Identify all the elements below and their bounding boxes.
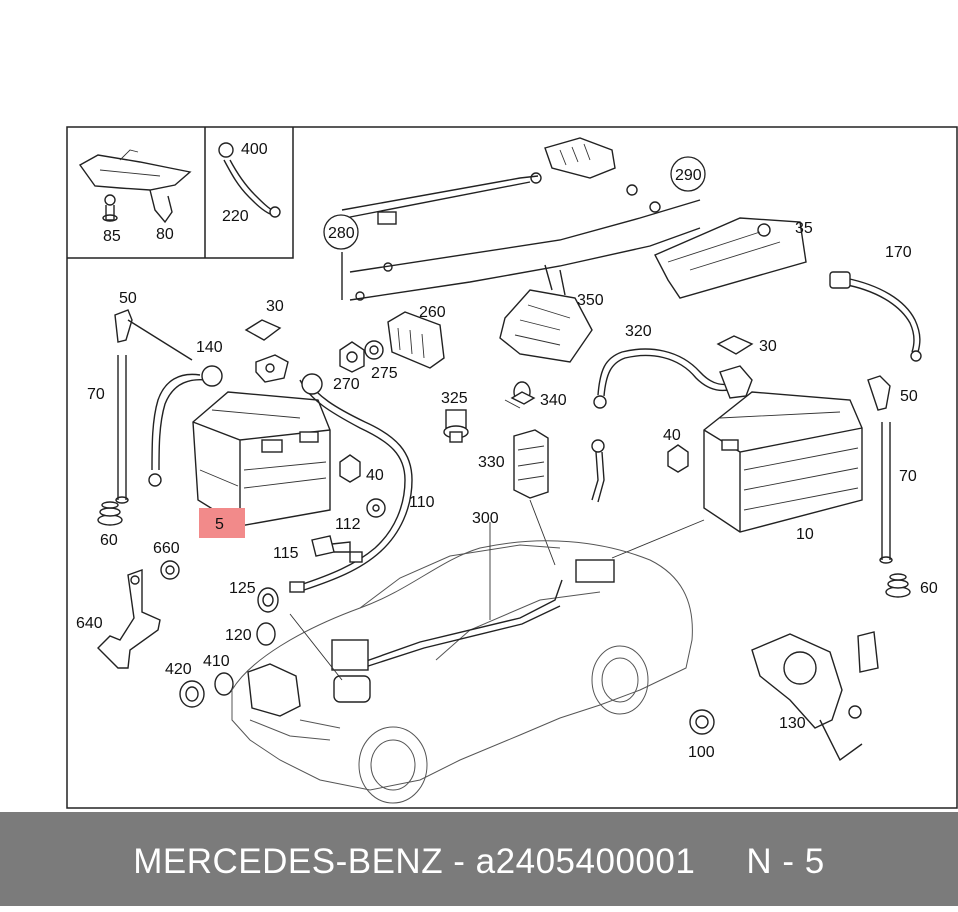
cap-120-drawing: [256, 622, 276, 646]
relay-330-drawing: [513, 429, 556, 566]
label-290: 290: [675, 167, 702, 184]
bracket-640-drawing: [97, 569, 161, 669]
label-410: 410: [203, 653, 230, 670]
label-330: 330: [478, 454, 505, 471]
battery-5-drawing: [192, 391, 331, 527]
label-100: 100: [688, 744, 715, 761]
footer-text: MERCEDES-BENZ - a2405400001 N - 5: [133, 842, 825, 881]
label-340: 340: [540, 392, 567, 409]
label-640: 640: [76, 615, 103, 632]
battery-10-drawing: [703, 391, 863, 533]
highlight-label-5: 5: [215, 516, 224, 533]
callout-circle-290: [670, 156, 706, 192]
cable-320-drawing: [593, 348, 753, 409]
cable-110-drawing: [289, 373, 413, 593]
left-cable-140-drawing: [114, 309, 223, 504]
fuse-box-350-drawing: [499, 264, 593, 363]
label-170: 170: [885, 244, 912, 261]
module-260-drawing: [387, 311, 445, 369]
label-130: 130: [779, 715, 806, 732]
nut-660-drawing: [160, 560, 180, 580]
label-10: 10: [796, 526, 814, 543]
bracket-80-drawing: [78, 149, 192, 224]
callout-circle-280: [323, 214, 359, 250]
cap-410-drawing: [214, 672, 234, 696]
diagram-frame: [66, 126, 958, 809]
washer-112-drawing: [366, 498, 386, 518]
label-80: 80: [156, 226, 174, 243]
pad-30-left-drawing: [244, 319, 282, 341]
label-125: 125: [229, 580, 256, 597]
nut-270-drawing: [339, 341, 365, 373]
inset-frame: [67, 127, 294, 259]
label-660: 660: [153, 540, 180, 557]
label-320: 320: [625, 323, 652, 340]
cap-125-drawing: [257, 587, 279, 613]
horn-130-drawing: [751, 631, 879, 762]
label-40-right: 40: [663, 427, 681, 444]
footer-bar: MERCEDES-BENZ - a2405400001 N - 5: [0, 812, 958, 906]
ground-strap-220-drawing: [218, 142, 281, 218]
grommet-60-left-drawing: [97, 501, 123, 526]
highlight-box-5: [199, 508, 245, 538]
ring-340-drawing: [510, 381, 536, 405]
label-70-left: 70: [87, 386, 105, 403]
nut-40-left-drawing: [339, 454, 361, 483]
battery-cover-35-drawing: [654, 217, 807, 299]
parts-diagram: 85 80 400 220 280 290 35 170 50 140 30 2…: [66, 126, 958, 809]
grommet-60-right-drawing: [885, 573, 911, 598]
nut-275-drawing: [364, 340, 384, 360]
cap-420-drawing: [179, 680, 205, 708]
nut-40-right-drawing: [667, 444, 689, 473]
label-350: 350: [577, 292, 604, 309]
label-400: 400: [241, 141, 268, 158]
label-120: 120: [225, 627, 252, 644]
label-115: 115: [273, 545, 299, 562]
label-85: 85: [103, 228, 121, 245]
label-280: 280: [328, 225, 355, 242]
label-60-left: 60: [100, 532, 118, 549]
harness-280-290-drawing: [341, 137, 701, 301]
label-112: 112: [335, 516, 361, 533]
stud-325-drawing: [443, 409, 469, 443]
cap-100-drawing: [689, 709, 715, 735]
bolt-115-drawing: [311, 535, 351, 557]
label-140: 140: [196, 339, 223, 356]
label-60-right: 60: [920, 580, 938, 597]
terminal-clamp-drawing: [255, 354, 289, 383]
label-110: 110: [409, 494, 435, 511]
label-275: 275: [371, 365, 398, 382]
label-420: 420: [165, 661, 192, 678]
label-270: 270: [333, 376, 360, 393]
strap-320b-drawing: [591, 439, 605, 503]
label-40-left: 40: [366, 467, 384, 484]
right-fitting-50-drawing: [867, 375, 893, 564]
cable-170-drawing: [829, 271, 922, 362]
label-30-right: 30: [759, 338, 777, 355]
label-30-left: 30: [266, 298, 284, 315]
label-325: 325: [441, 390, 468, 407]
car-outline-drawing: [231, 540, 693, 804]
label-35: 35: [795, 220, 813, 237]
label-260: 260: [419, 304, 446, 321]
label-50-left: 50: [119, 290, 137, 307]
leader-lines: [289, 399, 705, 681]
label-220: 220: [222, 208, 249, 225]
label-300: 300: [472, 510, 499, 527]
label-70-right: 70: [899, 468, 917, 485]
label-50-right: 50: [900, 388, 918, 405]
pad-30-right-drawing: [716, 335, 754, 355]
